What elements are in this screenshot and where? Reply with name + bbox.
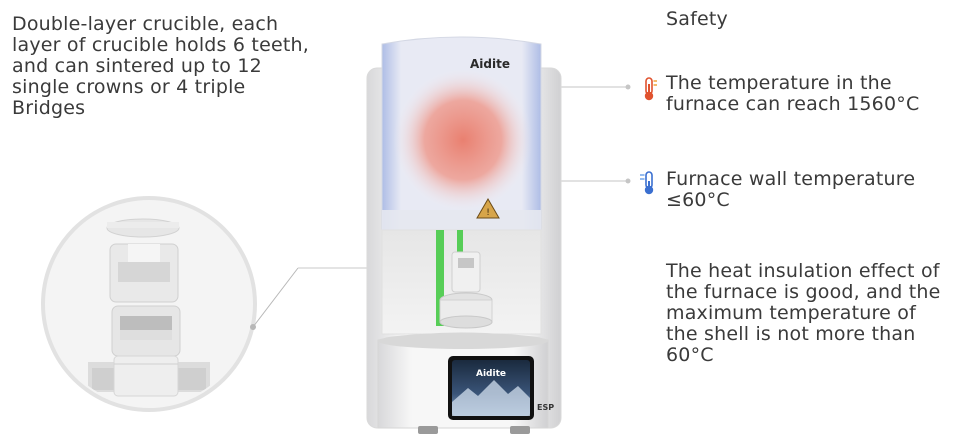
thermometer-hot-icon <box>644 77 657 101</box>
insulation-text: The heat insulation effect of the furnac… <box>666 260 941 366</box>
wall-temperature-text: Furnace wall temperature ≤60°C <box>666 168 916 211</box>
brand-logo-screen: Aidite <box>476 369 506 379</box>
model-label: ESP <box>537 403 554 412</box>
heat-warning-icon <box>476 198 500 219</box>
brand-logo-top: Aidite <box>470 57 510 71</box>
furnace-temperature-text: The temperature in the furnace can reach… <box>666 72 920 115</box>
thermometer-cold-icon <box>640 171 654 195</box>
crucible-description: Double-layer crucible, each layer of cru… <box>12 13 309 119</box>
safety-heading: Safety <box>666 8 728 30</box>
furnace: ! <box>366 36 562 434</box>
svg-text:!: ! <box>486 208 490 218</box>
crucible-callout <box>41 196 378 412</box>
